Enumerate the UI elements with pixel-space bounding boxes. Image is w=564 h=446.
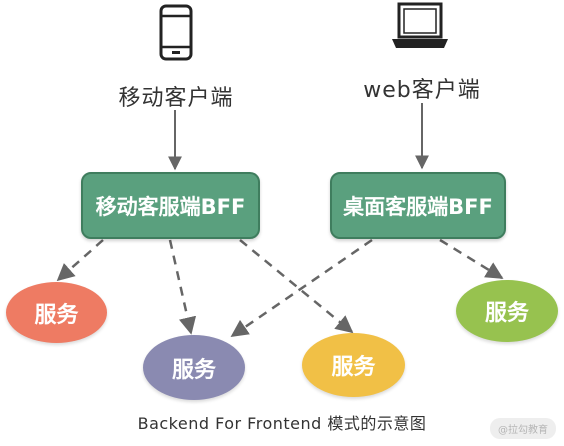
mobile-client-label: 移动客户端 <box>118 86 234 111</box>
mobile-phone-icon <box>159 4 193 61</box>
arrow-desktop-bff-to-service-4 <box>439 238 504 280</box>
mobile-bff-box: 移动客服端BFF <box>81 172 260 239</box>
diagram-caption: Backend For Frontend 模式的示意图 <box>137 414 427 433</box>
service-node: 服务 <box>302 333 405 397</box>
service-node: 服务 <box>6 282 107 343</box>
desktop-bff-box: 桌面客服端BFF <box>330 172 506 239</box>
arrow-desktop-bff-to-service-2 <box>230 238 373 338</box>
arrow-mobile-bff-to-service-1 <box>56 239 104 282</box>
mobile-bff-label: 移动客服端BFF <box>95 194 246 219</box>
web-client-label: web客户端 <box>363 78 481 103</box>
service-label: 服务 <box>331 355 376 380</box>
arrow-mobile-bff-to-service-3 <box>239 239 354 334</box>
service-label: 服务 <box>34 302 79 328</box>
arrow-mobile-bff-to-service-2 <box>168 239 197 335</box>
service-node: 服务 <box>456 280 558 342</box>
watermark-logo: @拉勾教育 <box>490 418 556 439</box>
service-node: 服务 <box>143 335 245 400</box>
service-label: 服务 <box>171 357 216 383</box>
laptop-icon <box>392 2 448 48</box>
desktop-bff-label: 桌面客服端BFF <box>343 194 493 219</box>
service-label: 服务 <box>484 301 529 326</box>
